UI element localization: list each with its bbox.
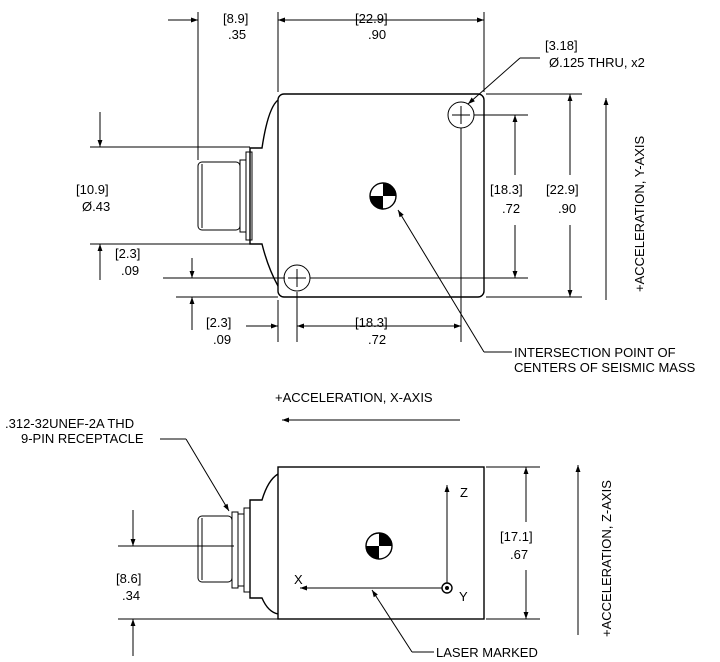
axis-z-label: Z bbox=[460, 485, 468, 500]
x-axis-label: +ACCELERATION, X-AXIS bbox=[275, 390, 433, 405]
callout-laser: LASER MARKED bbox=[436, 645, 538, 660]
dim-connector-center-imperial: .34 bbox=[122, 588, 140, 603]
dim-connector-center-metric: [8.6] bbox=[116, 571, 141, 586]
connector-side bbox=[249, 473, 279, 615]
dim-hole-imperial: Ø.125 THRU, x2 bbox=[549, 55, 645, 70]
connector-body-top bbox=[197, 161, 241, 231]
dim-side-height-metric: [17.1] bbox=[500, 529, 533, 544]
dim-width-top-imperial: .90 bbox=[368, 27, 386, 42]
z-axis-label: +ACCELERATION, Z-AXIS bbox=[599, 480, 614, 637]
dim-hole-spacing-y-metric: [18.3] bbox=[490, 182, 523, 197]
dim-side-height-imperial: .67 bbox=[510, 547, 528, 562]
dim-hole-spacing-x-metric: [18.3] bbox=[355, 315, 388, 330]
dim-connector-length-metric: [8.9] bbox=[223, 11, 248, 26]
mounting-hole-bottom-left bbox=[283, 264, 311, 292]
dim-hole-offset-x-imperial: .09 bbox=[213, 332, 231, 347]
dim-height-imperial: .90 bbox=[558, 201, 576, 216]
dim-hole-metric: [3.18] bbox=[545, 38, 578, 53]
callout-receptacle-line2: 9-PIN RECEPTACLE bbox=[21, 431, 144, 446]
mounting-hole-top-right bbox=[447, 101, 475, 129]
callout-seismic-line1: INTERSECTION POINT OF bbox=[514, 345, 676, 360]
dim-hole-offset-y-metric: [2.3] bbox=[115, 246, 140, 261]
dim-connector-dia-metric: [10.9] bbox=[76, 182, 109, 197]
callout-seismic-line2: CENTERS OF SEISMIC MASS bbox=[514, 360, 696, 375]
dim-hole-spacing-x-imperial: .72 bbox=[368, 332, 386, 347]
axis-x-label: X bbox=[294, 572, 303, 587]
dim-hole-offset-x-metric: [2.3] bbox=[206, 315, 231, 330]
side-view: +ACCELERATION, X-AXIS .312-32UNEF-2A THD… bbox=[5, 390, 614, 660]
dim-width-top-metric: [22.9] bbox=[355, 11, 388, 26]
seismic-mass-symbol-top bbox=[369, 182, 397, 210]
connector-top bbox=[249, 99, 279, 287]
y-axis-label: +ACCELERATION, Y-AXIS bbox=[632, 135, 647, 292]
axis-y-label: Y bbox=[459, 589, 468, 604]
sensor-body-top bbox=[277, 93, 485, 298]
top-view: [8.9] .35 [22.9] .90 [3.18] Ø.125 THRU, … bbox=[76, 11, 696, 375]
connector-body-side bbox=[197, 515, 233, 583]
callout-receptacle-line1: .312-32UNEF-2A THD bbox=[5, 416, 134, 431]
sensor-body-side bbox=[277, 466, 485, 620]
dim-hole-spacing-y-imperial: .72 bbox=[502, 201, 520, 216]
dim-height-metric: [22.9] bbox=[546, 182, 579, 197]
dim-hole-offset-y-imperial: .09 bbox=[121, 263, 139, 278]
dim-connector-dia-imperial: Ø.43 bbox=[82, 199, 110, 214]
dim-connector-length-imperial: .35 bbox=[228, 27, 246, 42]
seismic-mass-symbol-side bbox=[365, 532, 393, 560]
